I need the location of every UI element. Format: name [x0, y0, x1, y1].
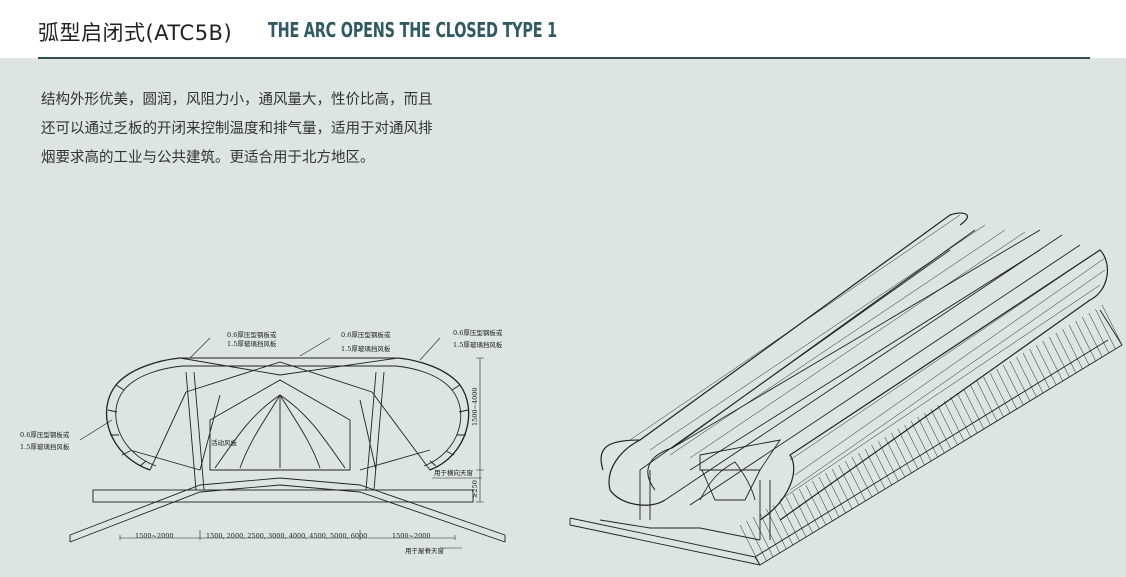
- description-text: 结构外形优美，圆润，风阻力小，通风量大，性价比高，而且 还可以通过乏板的开闭来控…: [41, 86, 511, 173]
- roof-corrugation-line: [1075, 320, 1096, 362]
- roof-corrugation-line: [779, 500, 800, 542]
- roof-corrugation-line: [739, 524, 761, 566]
- roof-corrugation-line: [976, 380, 998, 422]
- callout-left-line2: 1.5厚玻璃挡风板: [20, 442, 70, 451]
- description-line-2: 还可以通过乏板的开闭来控制温度和排气量，适用于对通风排: [41, 121, 433, 137]
- roof-corrugation-line: [989, 372, 1011, 414]
- roof-corrugation-line: [818, 476, 840, 518]
- callout-left-line1: 0.6厚压型钢板或: [20, 430, 70, 439]
- roof-corrugation-line: [1068, 324, 1090, 366]
- roof-corrugation-line: [752, 516, 774, 558]
- roof-corrugation-line: [1029, 348, 1050, 390]
- roof-corrugation-line: [772, 504, 794, 546]
- dim-left-label: 1500~2000: [135, 532, 174, 540]
- roof-corrugation-line: [891, 432, 912, 474]
- roof-corrugation-line: [950, 396, 971, 438]
- roof-corrugation-line: [792, 492, 813, 534]
- roof-corrugation-line: [766, 508, 787, 550]
- roof-corrugation-line: [1055, 332, 1077, 374]
- dim-height-label: 1500~4000: [471, 387, 479, 426]
- ridge-note-label: 用于屋脊天窗: [405, 546, 444, 555]
- header-divider: [38, 57, 1090, 59]
- roof-corrugation-line: [1062, 328, 1083, 370]
- roof-corrugation-line: [805, 484, 827, 526]
- roof-corrugation-line: [983, 376, 1004, 418]
- description-line-1: 结构外形优美，圆润，风阻力小，通风量大，性价比高，而且: [41, 92, 433, 108]
- roof-corrugation-line: [864, 448, 886, 490]
- roof-corrugation-line: [746, 520, 767, 562]
- header-bar: [0, 0, 1126, 58]
- dim-base-label: ≥250: [471, 480, 479, 498]
- roof-corrugation-line: [851, 456, 873, 498]
- roof-corrugation-line: [812, 480, 833, 522]
- isometric-drawing: [569, 212, 1123, 566]
- roof-corrugation-line: [1082, 316, 1103, 358]
- callout-top-right-line1: 0.6厚压型钢板或: [453, 328, 503, 337]
- dim-right-label: 1500~2000: [392, 532, 431, 540]
- roof-corrugation-line: [943, 400, 965, 442]
- callout-top-right-line2: 1.5厚玻璃挡风板: [453, 340, 503, 349]
- roof-corrugation-line: [1049, 336, 1070, 378]
- description-line-3: 烟要求高的工业与公共建筑。更适合用于北方地区。: [41, 150, 375, 166]
- page-title-cn: 弧型启闭式(ATC5B): [38, 21, 233, 45]
- roof-corrugation-line: [1022, 352, 1044, 394]
- roof-corrugation-line: [799, 488, 820, 530]
- roof-corrugation-line: [924, 412, 945, 454]
- roof-corrugation-line: [904, 424, 925, 466]
- roof-corrugation-line: [930, 408, 952, 450]
- roof-corrugation-line: [1042, 340, 1063, 382]
- roof-corrugation-line: [1009, 360, 1031, 402]
- page-title-en: THE ARC OPENS THE CLOSED TYPE 1: [268, 18, 557, 42]
- roof-corrugation-line: [785, 496, 807, 538]
- roof-corrugation-line: [1088, 312, 1110, 354]
- roof-corrugation-line: [897, 428, 919, 470]
- roof-corrugation-line: [858, 452, 879, 494]
- longitudinal-note-label: 用于横向天窗: [434, 468, 473, 477]
- roof-corrugation-line: [917, 416, 938, 458]
- roof-corrugation-line: [831, 468, 853, 510]
- roof-corrugation-line: [970, 384, 991, 426]
- callout-top-center-line2: 1.5厚玻璃挡风板: [341, 344, 391, 353]
- roof-corrugation-line: [937, 404, 958, 446]
- roof-corrugation-line: [1101, 304, 1123, 346]
- callout-top-left-line1: 0.6厚压型钢板或: [227, 330, 277, 339]
- roof-corrugation-line: [1016, 356, 1037, 398]
- roof-corrugation-line: [963, 388, 985, 430]
- roof-corrugation-line: [845, 460, 866, 502]
- roof-corrugation-line: [910, 420, 932, 462]
- roof-corrugation-line: [996, 368, 1017, 410]
- roof-corrugation-line: [871, 444, 892, 486]
- roof-corrugation-line: [1035, 344, 1057, 386]
- cross-section-drawing: [69, 337, 506, 549]
- roof-corrugation-line: [956, 392, 978, 434]
- roof-corrugation-line: [1095, 308, 1116, 350]
- roof-corrugation-line: [1003, 364, 1024, 406]
- callout-top-center-line1: 0.6厚压型钢板或: [341, 330, 391, 339]
- roof-corrugation-line: [838, 464, 859, 506]
- movable-panel-label: 活动风板: [211, 438, 238, 447]
- roof-corrugation-line: [825, 472, 846, 514]
- dim-center-label: 1500, 2000, 2500, 3000, 4000, 4500, 5000…: [206, 532, 367, 540]
- callout-top-left-line2: 1.5厚玻璃挡风板: [227, 339, 277, 348]
